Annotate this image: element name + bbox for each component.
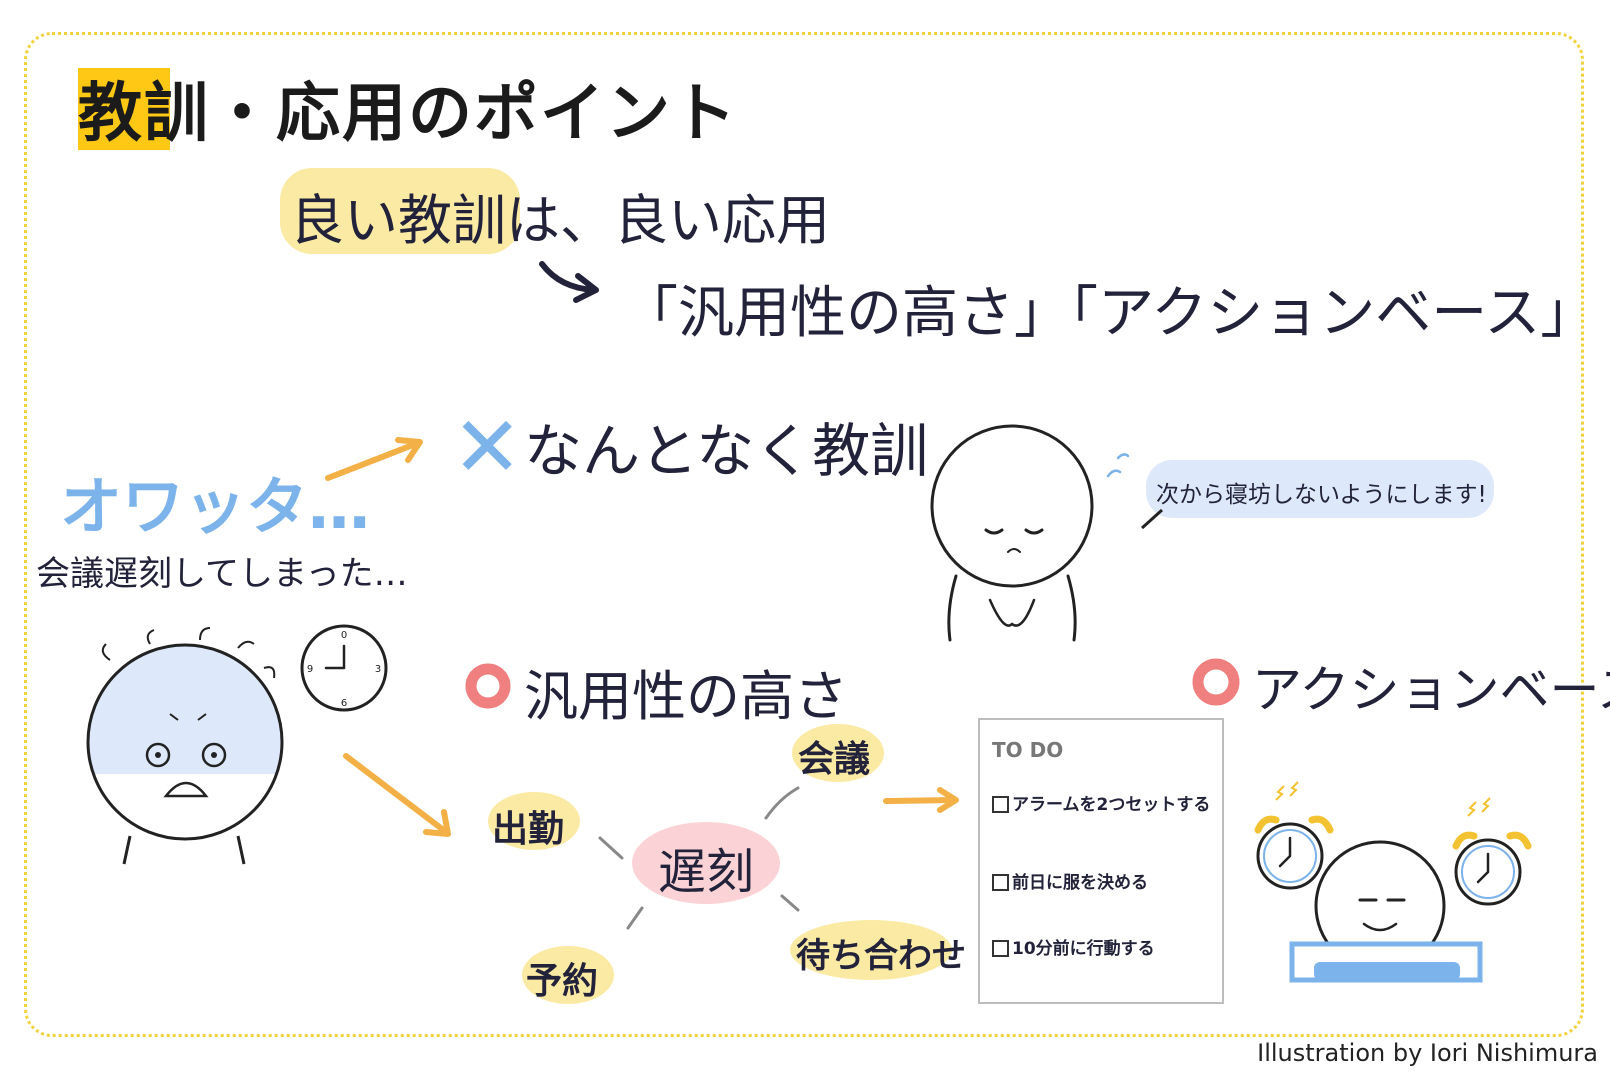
clock-num-6: 6 bbox=[341, 698, 347, 709]
clock-num-3: 3 bbox=[375, 664, 381, 675]
good-mark-1-icon bbox=[471, 669, 505, 703]
clock-num-0: 0 bbox=[341, 630, 347, 641]
mindmap-lines bbox=[600, 788, 798, 928]
arrow-to-bad-lesson-icon bbox=[328, 440, 420, 478]
good-mark-2-icon bbox=[1198, 664, 1234, 700]
alarm-clock-left-icon bbox=[1258, 782, 1330, 888]
arrow-to-generality-icon bbox=[346, 756, 448, 834]
speech-tail bbox=[1142, 510, 1162, 528]
blanket-icon bbox=[1314, 962, 1460, 980]
arrow-to-todo-icon bbox=[886, 790, 956, 810]
illustration-credit: Illustration by Iori Nishimura bbox=[1257, 1039, 1598, 1067]
panicked-face-icon bbox=[80, 628, 290, 864]
apologizing-person-icon bbox=[932, 426, 1128, 640]
alarm-clock-right-icon bbox=[1456, 798, 1528, 904]
clock-num-9: 9 bbox=[307, 664, 313, 675]
